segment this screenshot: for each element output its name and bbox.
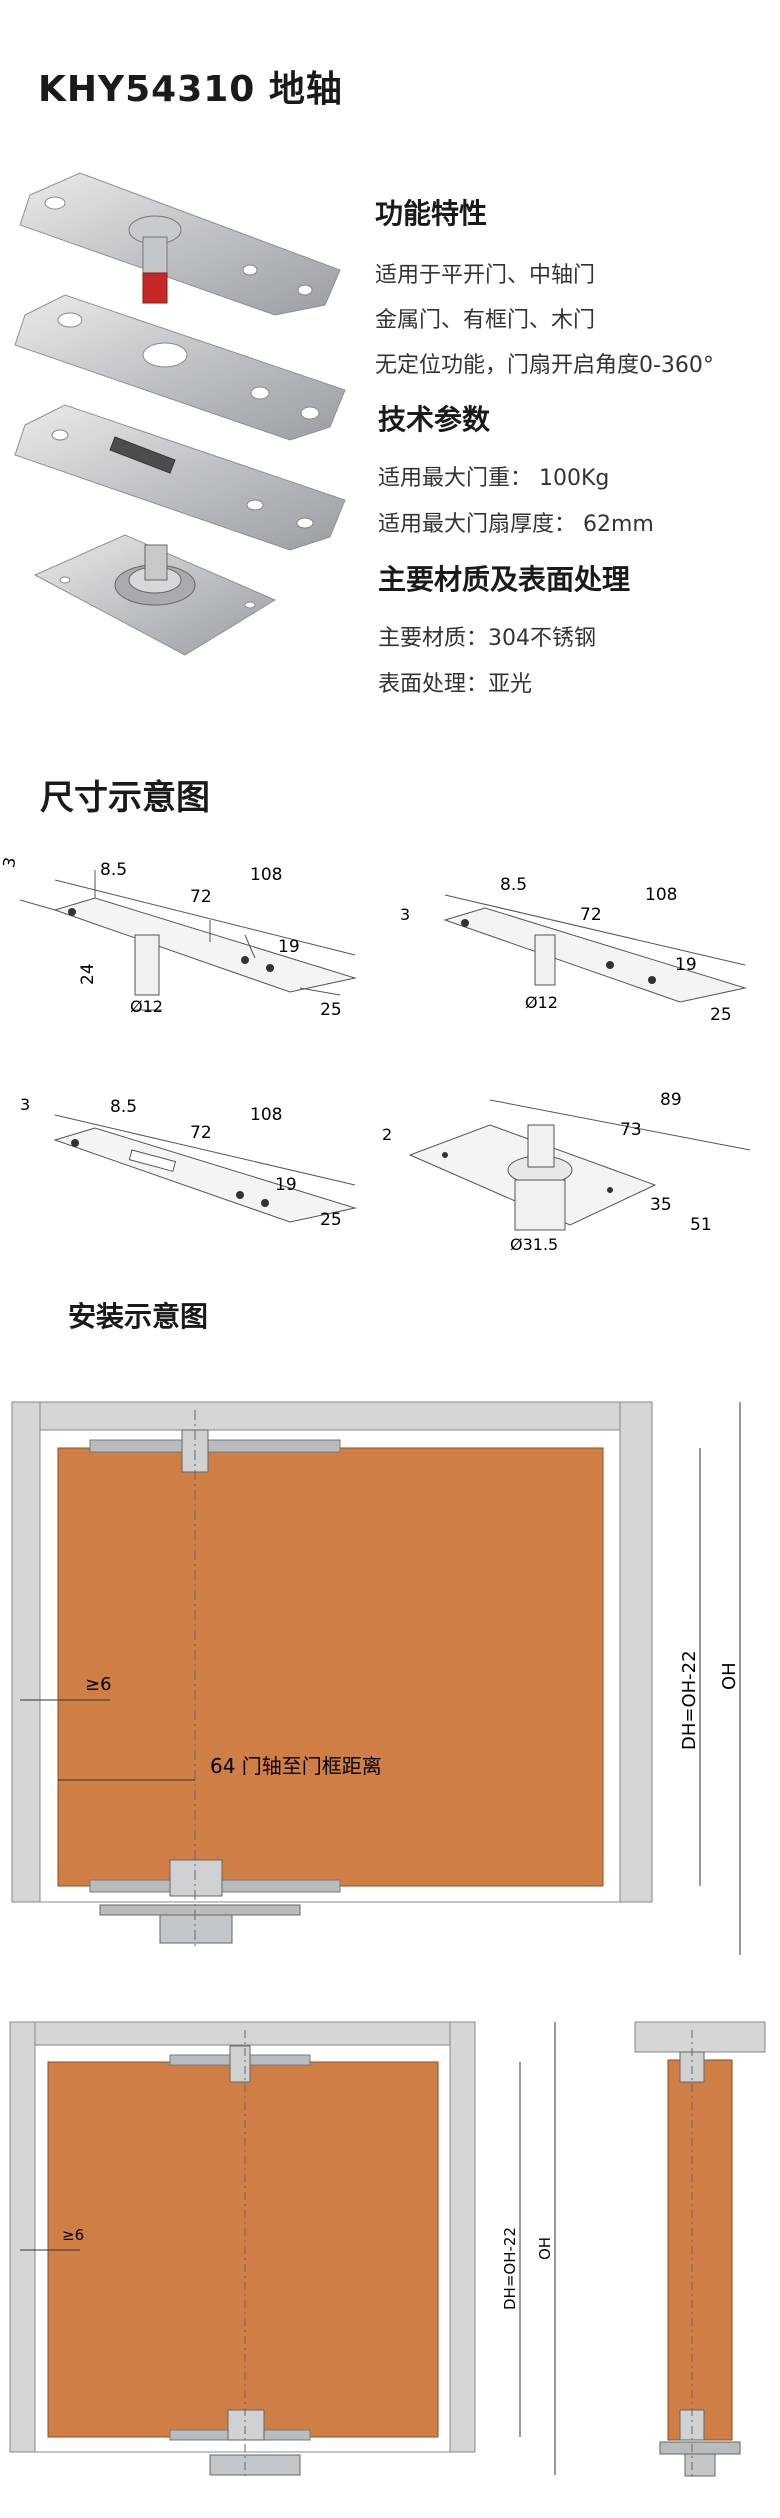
feature-line-1: 适用于平开门、中轴门 [375, 263, 596, 288]
dim2-w: 25 [710, 1005, 732, 1025]
features-heading: 功能特性 [375, 197, 488, 230]
page-title: KHY54310 地轴 [38, 69, 343, 110]
dimension-drawing-2: 3 8.5 72 108 19 25 Ø12 [400, 875, 747, 1025]
dim1-b: 72 [190, 887, 212, 907]
dimension-drawing-3: 3 8.5 72 108 19 25 [20, 1095, 357, 1230]
dim3-b: 72 [190, 1123, 212, 1143]
dim4-dia: Ø31.5 [510, 1235, 558, 1254]
dim1-thickness: 3 [0, 856, 20, 869]
dim4-c: 89 [660, 1090, 682, 1110]
materials-heading: 主要材质及表面处理 [378, 563, 631, 596]
feature-line-3: 无定位功能，门扇开启角度0-360° [375, 353, 714, 378]
gap-label-small: ≥6 [62, 2226, 84, 2244]
dim2-d: 19 [675, 955, 697, 975]
dimensions-heading: 尺寸示意图 [40, 778, 210, 818]
oh-label-small: OH [536, 2237, 554, 2260]
dim1-a: 8.5 [100, 860, 127, 880]
dimension-drawing-4: 2 73 89 35 51 Ø31.5 [382, 1090, 751, 1254]
dim1-dia: Ø12 [130, 997, 163, 1016]
bottom-pivot [169, 1859, 223, 1897]
dim3-a: 8.5 [110, 1097, 137, 1117]
middle-plate-round-hole [14, 294, 346, 441]
spec-line-1: 适用最大门重： 100Kg [378, 466, 610, 491]
material-line-2: 表面处理：亚光 [378, 672, 533, 697]
specs-heading: 技术参数 [378, 403, 491, 436]
dim3-c: 108 [250, 1105, 282, 1125]
material-line-1: 主要材质：304不锈钢 [378, 626, 596, 651]
dim2-a: 8.5 [500, 875, 527, 895]
dim1-w: 25 [320, 1000, 342, 1020]
door-leaf [57, 1447, 604, 1887]
install-diagram-front: ≥6 DH=OH-22 OH [9, 2021, 556, 2480]
dim1-h: 24 [78, 963, 98, 985]
install-diagram-large: ≥6 64 门轴至门框距离 DH=OH-22 OH [11, 1401, 741, 1955]
dim3-w: 25 [320, 1210, 342, 1230]
dh-label-large: DH=OH-22 [679, 1650, 700, 1750]
axis-distance-label: 64 门轴至门框距离 [210, 1754, 382, 1778]
dim4-b: 73 [620, 1120, 642, 1140]
floor-pivot-base [33, 534, 277, 656]
gap-label-large: ≥6 [85, 1674, 112, 1695]
dim2-b: 72 [580, 905, 602, 925]
dim2-dia: Ø12 [525, 993, 558, 1012]
top-plate-with-pivot [19, 172, 341, 316]
dim1-d: 19 [278, 937, 300, 957]
dim1-c: 108 [250, 865, 282, 885]
dh-label-small: DH=OH-22 [501, 2227, 519, 2310]
bottom-plate-slot [14, 404, 346, 551]
install-diagram-side [634, 2021, 766, 2480]
dim4-w: 51 [690, 1215, 712, 1235]
dim2-c: 108 [645, 885, 677, 905]
product-photo [14, 172, 346, 656]
oh-label-large: OH [719, 1662, 740, 1690]
dimension-drawing-1: 3 8.5 72 108 19 25 24 Ø12 [0, 856, 357, 1020]
install-heading: 安装示意图 [68, 1300, 209, 1333]
dim2-thickness: 3 [400, 905, 410, 924]
dim3-d: 19 [275, 1175, 297, 1195]
spec-line-2: 适用最大门扇厚度： 62mm [378, 512, 654, 537]
feature-line-2: 金属门、有框门、木门 [375, 308, 596, 333]
dim4-thickness: 2 [382, 1125, 392, 1144]
dim4-d: 35 [650, 1195, 672, 1215]
dim3-thickness: 3 [20, 1095, 30, 1114]
